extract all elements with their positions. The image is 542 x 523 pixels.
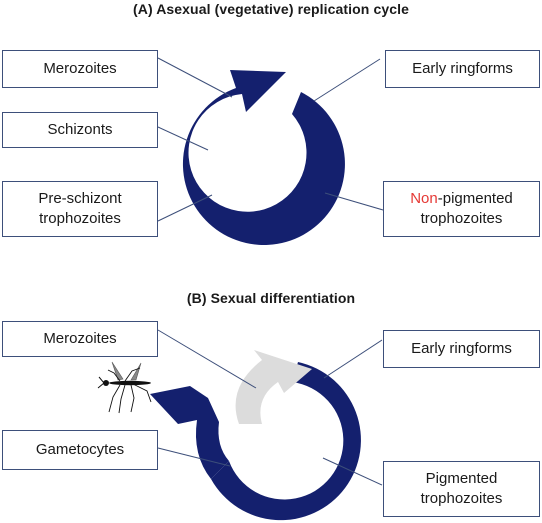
label-line-1: Non-pigmented [410,189,513,209]
gametocytes-label: Gametocytes [2,430,158,470]
highlight-text: Non [410,190,438,207]
panel-b-title: (B) Sexual differentiation [186,290,356,306]
label-text: -pigmented [437,190,513,207]
label-text: Gametocytes [35,441,125,458]
gametocyte-arrow [150,386,229,479]
early-ringforms-label-b: Early ringforms [383,330,540,368]
label-line-2: trophozoites [420,210,503,227]
non-pigmented-trophozoites-label: Non-pigmented trophozoites [383,181,540,237]
label-text: Early ringforms [411,340,512,357]
pre-schizont-trophozoites-label: Pre-schizont trophozoites [2,181,158,237]
label-text: Merozoites [43,330,117,347]
label-text: Early ringforms [412,60,513,77]
merozoite-arrow [235,350,312,424]
label-text: Schizonts [47,121,113,138]
mosquito-icon [97,361,152,414]
label-line-2: trophozoites [420,490,503,507]
leader-lines-a [157,57,384,222]
merozoites-label-b: Merozoites [2,321,158,357]
schizonts-label: Schizonts [2,112,158,148]
pigmented-trophozoites-label: Pigmented trophozoites [383,461,540,517]
panel-a-title: (A) Asexual (vegetative) replication cyc… [132,1,409,17]
label-line-1: Pre-schizont [38,190,122,207]
merozoites-label-a: Merozoites [2,50,158,88]
leader-lines-b [157,329,383,486]
asexual-cycle-arrow [182,70,345,246]
label-line-1: Pigmented [425,470,498,487]
label-line-2: trophozoites [39,210,121,227]
early-ringforms-label-a: Early ringforms [385,50,540,88]
label-text: Merozoites [43,60,117,77]
